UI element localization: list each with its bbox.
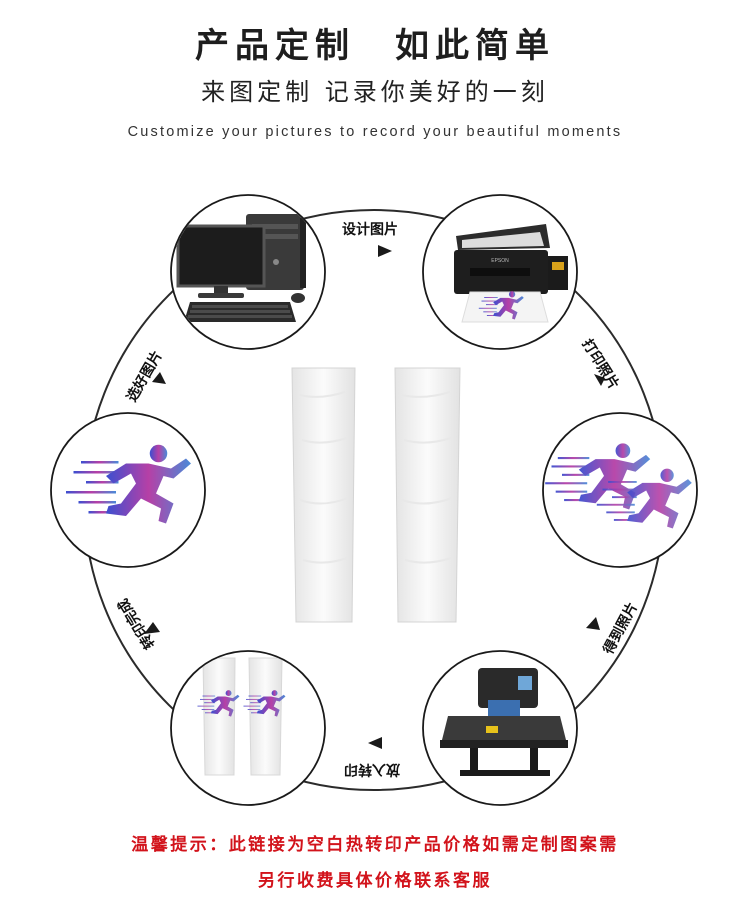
blank-sleeve-left xyxy=(291,367,356,623)
arrow-icon xyxy=(144,622,160,634)
step-circle-result xyxy=(542,412,698,568)
page-title: 产品定制 如此简单 xyxy=(195,26,555,66)
arrow-icon xyxy=(152,372,166,384)
arrow-icon xyxy=(594,374,605,386)
arrow-icon xyxy=(368,737,382,749)
step-circle-design xyxy=(170,194,326,350)
step-label-transfer: 放入转印 xyxy=(344,761,400,777)
heat-press-icon xyxy=(440,668,568,776)
printer-brand: EPSON xyxy=(491,258,509,264)
step-circle-finished xyxy=(170,650,326,806)
sleeve-pair-printed xyxy=(197,657,286,776)
page-subtitle: 来图定制 记录你美好的一刻 xyxy=(201,78,549,106)
arrow-icon xyxy=(586,617,600,630)
step-circle-press xyxy=(422,650,578,806)
printer-icon: EPSON xyxy=(454,224,568,323)
notice-line-2: 另行收费具体价格联系客服 xyxy=(258,871,492,891)
blank-sleeve-right xyxy=(394,367,461,623)
step-circle-select xyxy=(50,412,206,568)
step-circle-print: EPSON xyxy=(422,194,578,350)
english-tagline: Customize your pictures to record your b… xyxy=(127,124,623,140)
notice-line-1: 温馨提示：此链接为空白热转印产品价格如需定制图案需 xyxy=(131,835,619,855)
computer-icon xyxy=(176,214,306,322)
step-label-design: 设计图片 xyxy=(342,222,398,238)
arrow-icon xyxy=(378,245,392,257)
